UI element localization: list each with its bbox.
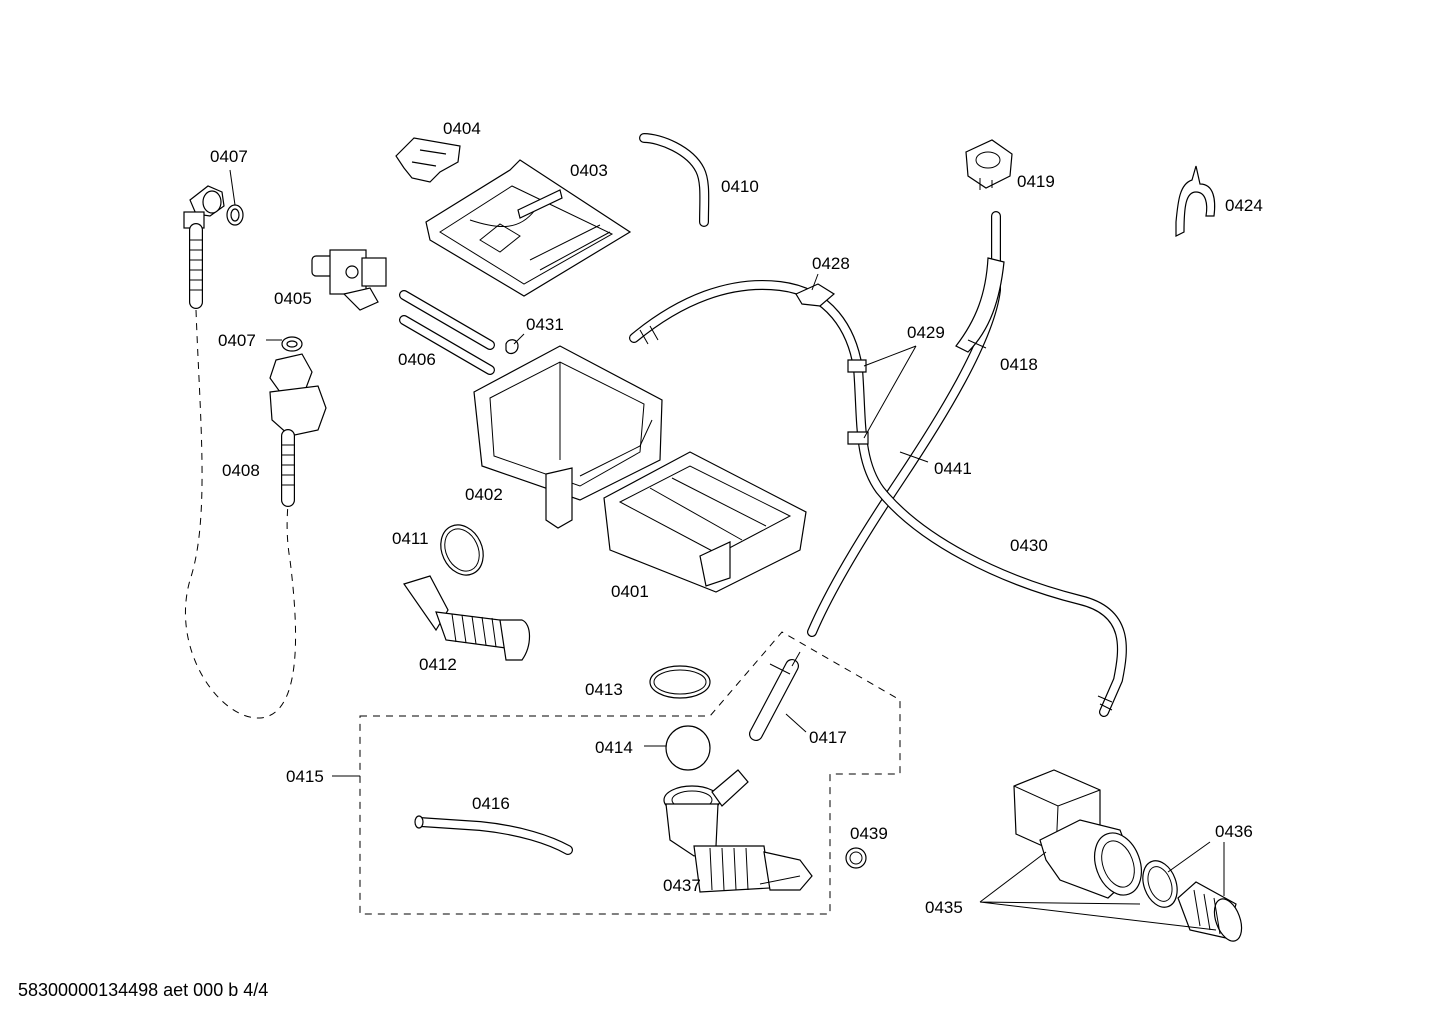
inlet-hose-dashed-path	[185, 309, 297, 719]
label-0436: 0436	[1215, 822, 1253, 841]
seal-ring-0411-part	[440, 524, 484, 576]
dispenser-cover-0403-part	[425, 159, 632, 297]
label-0414: 0414	[595, 738, 633, 757]
drawing-reference-footer: 58300000134498 aet 000 b 4/4	[18, 980, 269, 1000]
label-0403: 0403	[570, 161, 608, 180]
label-0411: 0411	[392, 529, 429, 548]
filter-0436-part	[1177, 881, 1243, 942]
seal-ring-0407-lower	[281, 336, 303, 352]
label-0435: 0435	[925, 898, 963, 917]
sump-hose-0437-part	[663, 769, 813, 893]
label-0431: 0431	[526, 315, 564, 334]
sensor-0417-part	[749, 651, 801, 741]
label-0408: 0408	[222, 461, 260, 480]
label-0416: 0416	[472, 794, 510, 813]
seal-ring-0407-top	[226, 204, 244, 226]
label-0418: 0418	[1000, 355, 1038, 374]
rod-0441-part	[807, 211, 1001, 637]
label-0430: 0430	[1010, 536, 1048, 555]
label-0439: 0439	[850, 824, 888, 843]
detergent-drawer-0401-part	[603, 451, 807, 593]
hose-0430-part	[629, 280, 1127, 717]
small-hose-0416-part	[414, 815, 573, 855]
label-0419: 0419	[1017, 172, 1055, 191]
label-0401: 0401	[611, 582, 649, 601]
label-0429: 0429	[907, 323, 945, 342]
pressure-switch-0419-part	[965, 139, 1013, 190]
label-0428: 0428	[812, 254, 850, 273]
label-0410: 0410	[721, 177, 759, 196]
rods-0406-part	[399, 290, 495, 375]
label-0412: 0412	[419, 655, 457, 674]
sleeve-0418-part	[955, 257, 1005, 353]
label-0413: 0413	[585, 680, 623, 699]
label-0407-lower: 0407	[218, 331, 256, 350]
label-0441: 0441	[934, 459, 972, 478]
lever-0404-part	[395, 137, 461, 183]
clamps-0429-part	[847, 359, 869, 445]
ball-0414-part	[665, 725, 711, 771]
label-0404: 0404	[443, 119, 481, 138]
hose-0410-part	[639, 133, 710, 227]
label-0415: 0415	[286, 767, 324, 786]
label-0417: 0417	[809, 728, 847, 747]
dispenser-housing-0402-part	[473, 345, 663, 529]
part-number-labels: 0407 0404 0403 0410 0419 0424 0428 0405 …	[210, 119, 1263, 917]
drain-pump-0435-part	[1013, 769, 1142, 899]
leader-lines	[229, 169, 1225, 931]
label-0406: 0406	[398, 350, 436, 369]
label-0424: 0424	[1225, 196, 1263, 215]
valve-0405-part	[311, 249, 387, 311]
seal-ring-0413-part	[649, 665, 711, 699]
assembly-0415-dashed-boundary	[359, 631, 901, 915]
seal-ring-0436-part	[1142, 860, 1178, 908]
label-0405: 0405	[274, 289, 312, 308]
hook-0424-part	[1175, 165, 1216, 237]
inlet-hose-top-part	[183, 185, 225, 309]
label-0437: 0437	[663, 876, 701, 895]
clamp-0439-part	[845, 847, 867, 869]
label-0402: 0402	[465, 485, 503, 504]
label-0407-top: 0407	[210, 147, 248, 166]
bellows-hose-0412-part	[403, 575, 531, 661]
bracket-0428-part	[795, 283, 836, 307]
inlet-hose-0408-part	[269, 353, 327, 507]
